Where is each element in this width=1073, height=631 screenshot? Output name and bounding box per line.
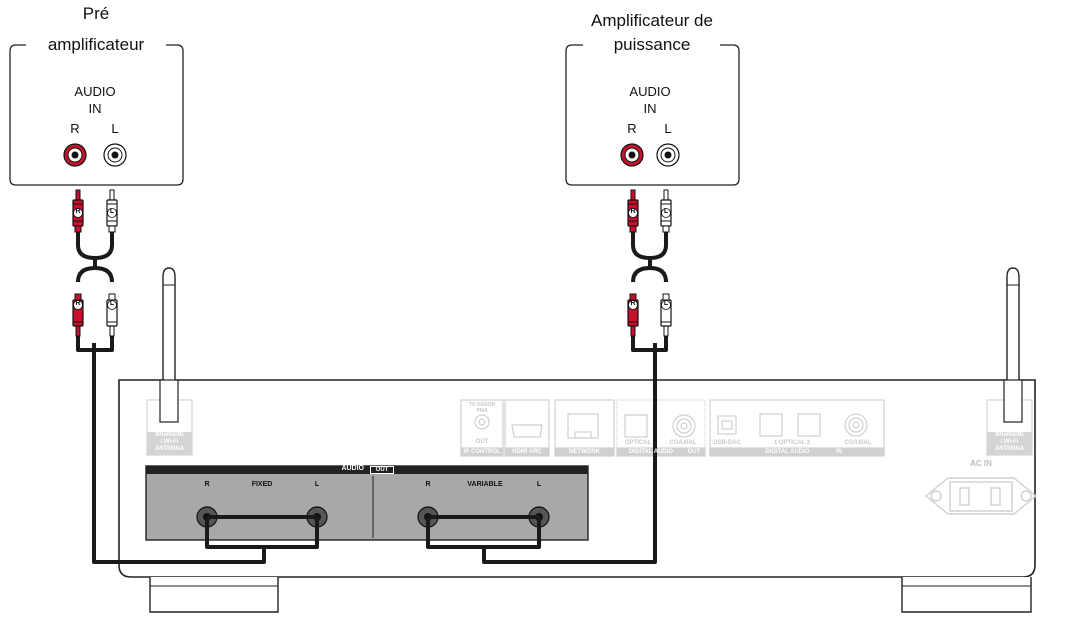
preamp-audio-label: AUDIO <box>74 84 116 99</box>
plug-letter-l: L <box>663 208 669 215</box>
preamp-l-label: L <box>111 121 119 136</box>
ac-inlet <box>924 477 1038 515</box>
digital-in-box-label: IN <box>836 449 842 455</box>
antenna-left-label-2: / Wi-Fi <box>160 439 179 445</box>
digital-audio-out-ports <box>616 399 706 457</box>
ir-control-label: IR CONTROL <box>463 449 501 455</box>
fixed-r-label: R <box>204 481 210 488</box>
antenna-right-label-1: Bluetooth <box>995 432 1024 438</box>
antenna-right-label-2: / Wi-Fi <box>1000 439 1019 445</box>
ir-control-port <box>460 399 504 457</box>
network-port <box>554 399 615 457</box>
fixed-label: FIXED <box>251 481 273 488</box>
plug-letter-r: R <box>75 300 81 307</box>
preamp-in-label: IN <box>88 101 102 116</box>
coaxial-out-label: COAXIAL <box>669 440 697 446</box>
digital-audio-in-label: DIGITAL AUDIO <box>765 449 810 455</box>
variable-r-label: R <box>425 481 431 488</box>
digital-audio-in-ports <box>709 399 885 457</box>
preamp-r-label: R <box>70 121 80 136</box>
plug-letter-r: R <box>75 208 81 215</box>
plug-letter-l: L <box>109 300 115 307</box>
poweramp-audio-label: AUDIO <box>629 84 671 99</box>
variable-label: VARIABLE <box>467 481 503 488</box>
preamp-title-line1: Pré <box>82 4 110 23</box>
poweramp-title-line2: puissance <box>594 35 710 55</box>
foot-right <box>901 577 1032 613</box>
antenna-left-label-1: Bluetooth <box>155 432 184 438</box>
poweramp-jack-r <box>620 143 644 167</box>
fixed-l-label: L <box>314 481 320 488</box>
poweramp-l-label: L <box>664 121 672 136</box>
cable-to-poweramp <box>426 230 668 564</box>
cable-to-preamp <box>76 230 319 564</box>
plug-letter-l: L <box>663 300 669 307</box>
audio-out-box: OUT <box>370 466 394 474</box>
preamp-device <box>9 44 184 186</box>
antenna-left <box>146 267 193 456</box>
plug-letter-r: R <box>630 208 636 215</box>
digital-audio-out-label: DIGITAL AUDIO <box>628 449 674 455</box>
poweramp-title-line1: Amplificateur de <box>591 11 713 30</box>
plug-letter-r: R <box>630 300 636 307</box>
audio-out-title: AUDIO <box>341 465 364 472</box>
coaxial-in-label: COAXIAL <box>844 440 872 446</box>
preamp-jack-l <box>103 143 127 167</box>
ac-in-label: AC IN <box>970 459 992 468</box>
digital-out-box-label: OUT <box>687 449 701 455</box>
antenna-right <box>986 267 1033 456</box>
ir-out-label: OUT <box>475 439 489 445</box>
optical-in-label: 1 OPTICAL 2 <box>773 440 811 446</box>
preamp-jack-r <box>63 143 87 167</box>
network-label: NETWORK <box>569 449 600 455</box>
hdmi-arc-port <box>504 399 550 457</box>
hdmi-arc-label: HDMI ARC <box>512 449 542 455</box>
preamp-title-line2: amplificateur <box>26 35 166 55</box>
to-denon-label: TO DENON <box>468 402 496 408</box>
antenna-right-label-3: ANTENNA <box>994 446 1025 452</box>
poweramp-r-label: R <box>627 121 637 136</box>
foot-left <box>149 577 279 613</box>
pma-label: PMA <box>476 408 488 414</box>
antenna-left-label-3: ANTENNA <box>154 446 185 452</box>
poweramp-device <box>565 44 740 186</box>
variable-l-label: L <box>536 481 542 488</box>
poweramp-in-label: IN <box>643 101 657 116</box>
optical-out-label: OPTICAL <box>624 440 652 446</box>
poweramp-jack-l <box>656 143 680 167</box>
usb-dac-label: USB-DAC <box>713 440 741 446</box>
audio-out-panel <box>145 465 589 541</box>
plug-letter-l: L <box>109 208 115 215</box>
